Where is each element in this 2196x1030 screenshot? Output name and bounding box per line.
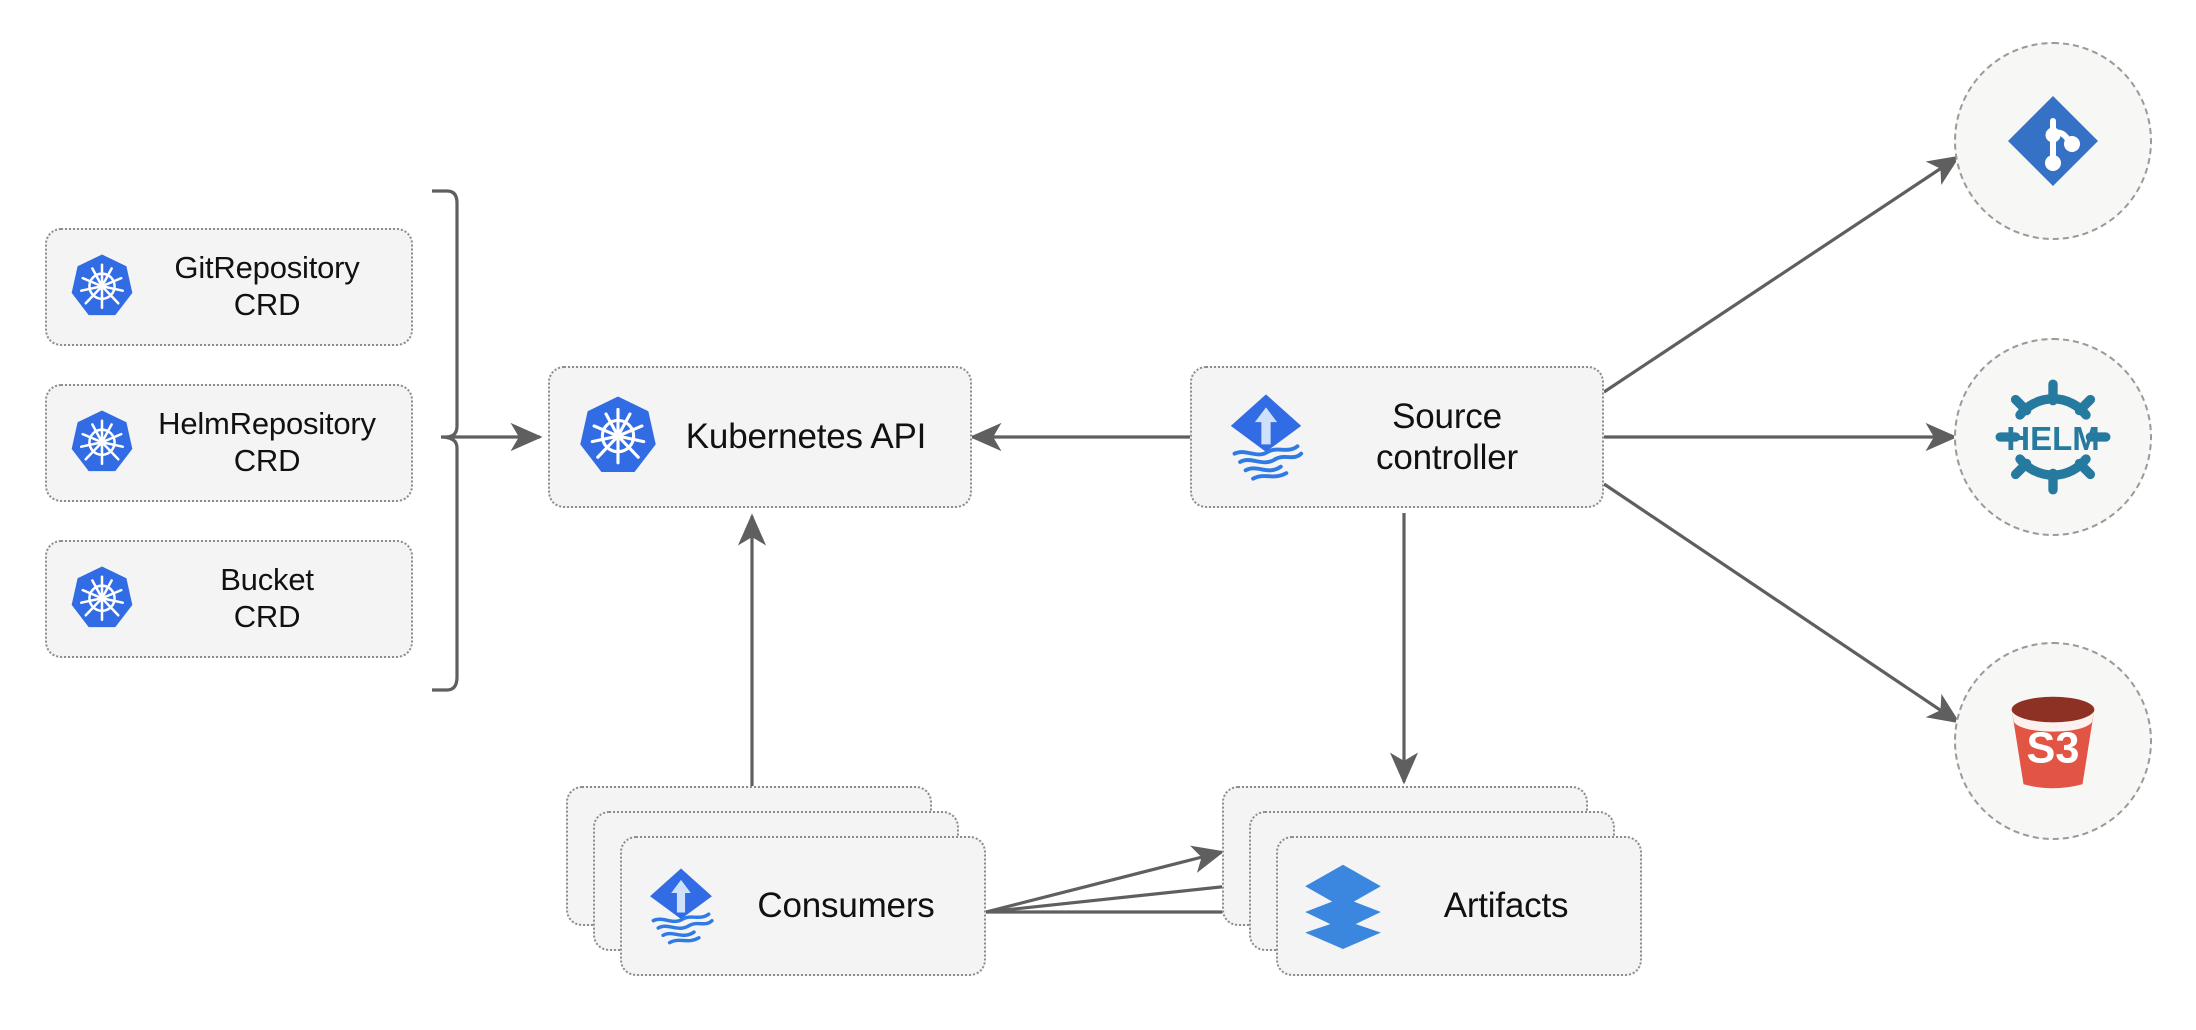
s3-label: S3	[2027, 725, 2080, 773]
target-helm-repository[interactable]: HELM	[1954, 338, 2152, 536]
flux-icon	[1218, 387, 1314, 487]
git-icon	[2003, 91, 2103, 191]
kubernetes-icon	[65, 406, 139, 480]
s3-bucket-icon: S3	[1994, 682, 2112, 800]
consumers-stack-layer-front[interactable]: Consumers	[620, 836, 986, 976]
crd-card-label: HelmRepository CRD	[158, 406, 376, 478]
flux-icon	[640, 862, 722, 950]
crd-card-bucket[interactable]: Bucket CRD	[45, 540, 413, 658]
crd-card-helmrepository[interactable]: HelmRepository CRD	[45, 384, 413, 502]
crd-group-bracket	[432, 189, 459, 692]
artifacts-stack-layer-front[interactable]: Artifacts	[1276, 836, 1642, 976]
node-label-consumers: Consumers	[757, 886, 935, 926]
helm-label: HELM	[2006, 420, 2100, 457]
node-consumers[interactable]: Consumers	[566, 786, 986, 976]
node-label-artifacts: Artifacts	[1443, 886, 1569, 926]
node-label-kubernetes-api: Kubernetes API	[685, 417, 927, 457]
edge-consumers-to-artifacts-2	[985, 872, 1261, 914]
kubernetes-icon	[65, 250, 139, 324]
kubernetes-icon	[572, 391, 664, 483]
edge-source-controller-to-git	[1603, 155, 1961, 394]
target-git-repository[interactable]	[1954, 42, 2152, 240]
helm-icon: HELM	[1987, 371, 2119, 503]
crd-card-label: Bucket CRD	[220, 562, 314, 634]
target-s3-bucket[interactable]: S3	[1954, 642, 2152, 840]
node-artifacts[interactable]: Artifacts	[1222, 786, 1642, 976]
kubernetes-icon	[65, 562, 139, 636]
crd-card-gitrepository[interactable]: GitRepository CRD	[45, 228, 413, 346]
crd-card-label: GitRepository CRD	[174, 250, 360, 322]
edge-source-controller-to-s3	[1603, 482, 1961, 724]
node-label-source-controller: Source controller	[1376, 396, 1518, 477]
node-source-controller[interactable]: Source controller	[1190, 366, 1604, 508]
layers-icon	[1300, 861, 1386, 951]
node-kubernetes-api[interactable]: Kubernetes API	[548, 366, 972, 508]
edge-consumers-to-artifacts-1	[985, 845, 1225, 914]
